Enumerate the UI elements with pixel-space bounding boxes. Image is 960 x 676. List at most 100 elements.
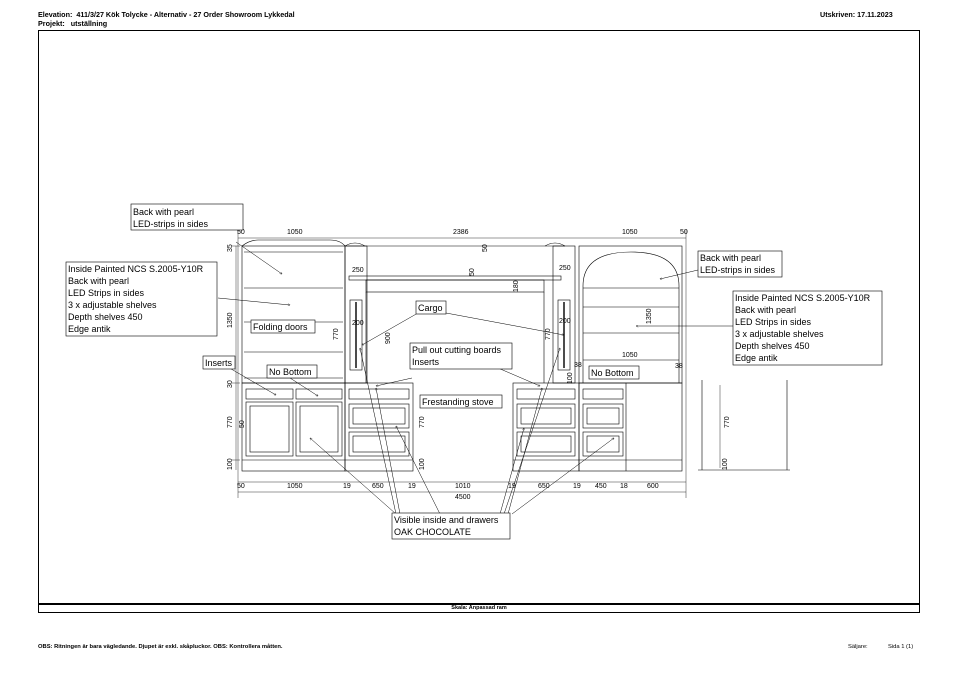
- page-number: Sida 1 (1): [888, 644, 914, 650]
- callout-inside-right-3: LED Strips in sides: [735, 317, 812, 327]
- dim-c-base-100: 100: [419, 458, 426, 470]
- dim-r-0: 1350: [646, 308, 653, 324]
- dim-top-2: 2386: [453, 229, 469, 236]
- dim-bottom-0: 50: [237, 483, 245, 490]
- dim-r-3: 770: [724, 416, 731, 428]
- callout-inside-left-5: Depth shelves 450: [68, 312, 143, 322]
- dim-c-5: 200: [352, 320, 364, 327]
- callout-texts: Back with pearl LED-strips in sides Insi…: [68, 207, 871, 537]
- dim-bottom-5: 1010: [455, 483, 471, 490]
- dim-c-11: 100: [567, 372, 574, 384]
- right-base-cabinet: [578, 382, 683, 472]
- dim-c-6: 200: [559, 318, 571, 325]
- dim-left-3: 770: [227, 416, 234, 428]
- dim-bottom-1: 1050: [287, 483, 303, 490]
- scale-label: Skala: Anpassad ram: [38, 604, 920, 613]
- callout-box-no-bottom-left: [266, 364, 318, 379]
- dim-left-0: 35: [227, 244, 234, 252]
- footer-note: OBS: Ritningen är bara vägledande. Djupe…: [38, 644, 283, 650]
- dim-top-4: 50: [680, 229, 688, 236]
- dim-left-50: 50: [239, 420, 246, 428]
- callout-box-no-bottom-right: [588, 365, 640, 380]
- center-hood: [344, 242, 566, 383]
- callout-inserts-left: Inserts: [205, 358, 233, 368]
- callout-no-bottom-right: No Bottom: [591, 368, 634, 378]
- callout-boxes: [65, 203, 883, 540]
- project-value: utställning: [70, 19, 108, 28]
- left-upper-cabinet: [241, 239, 346, 384]
- dimension-lines: [232, 230, 687, 498]
- project-line: Projekt: utställning: [38, 19, 107, 28]
- dim-c-1: 250: [559, 265, 571, 272]
- dim-c-8: 770: [545, 328, 552, 340]
- callout-inside-left-4: 3 x adjustable shelves: [68, 300, 157, 310]
- dim-bottom-7: 650: [538, 483, 550, 490]
- elevation-value: 411/3/27 Kök Tolycke - Alternativ - 27 O…: [76, 10, 295, 19]
- dim-bottom-8: 19: [573, 483, 581, 490]
- dim-bottom-11: 600: [647, 483, 659, 490]
- dim-top-1: 1050: [287, 229, 303, 236]
- callout-inside-right-4: 3 x adjustable shelves: [735, 329, 824, 339]
- dim-total: 4500: [455, 494, 471, 501]
- callout-inside-left-6: Edge antik: [68, 324, 111, 334]
- callout-pullout-2: Inserts: [412, 357, 440, 367]
- callout-pullout-1: Pull out cutting boards: [412, 345, 502, 355]
- callout-box-stove: [419, 394, 503, 409]
- dim-c-4: 50: [469, 268, 476, 276]
- left-base-cabinet: [241, 382, 346, 472]
- callout-inside-left-1: Inside Painted NCS S.2005-Y10R: [68, 264, 204, 274]
- dim-left-2: 30: [227, 380, 234, 388]
- printed-date: Utskriven: 17.11.2023: [820, 10, 893, 19]
- dim-r-2: 38: [675, 363, 683, 370]
- dim-c-10: 38: [574, 362, 582, 369]
- callout-back-pearl-right-1: Back with pearl: [700, 253, 761, 263]
- elevation-label: Elevation:: [38, 10, 73, 19]
- dim-bottom-6: 19: [508, 483, 516, 490]
- callout-back-pearl-left-1: Back with pearl: [133, 207, 194, 217]
- callout-visible-1: Visible inside and drawers: [394, 515, 499, 525]
- dim-bottom-4: 19: [408, 483, 416, 490]
- dim-c-3: 180: [513, 280, 520, 292]
- dim-c-7: 770: [333, 328, 340, 340]
- dim-left-1: 1350: [227, 312, 234, 328]
- dim-c-2: 50: [482, 244, 489, 252]
- callout-visible-2: OAK CHOCOLATE: [394, 527, 471, 537]
- dim-bottom-10: 18: [620, 483, 628, 490]
- seller-label: Säljare:: [848, 644, 868, 650]
- dim-r-4: 100: [722, 458, 729, 470]
- dim-bottom-2: 19: [343, 483, 351, 490]
- dim-r-1: 1050: [622, 352, 638, 359]
- callout-box-inserts: [202, 355, 236, 370]
- dim-c-9: 900: [385, 332, 392, 344]
- callout-box-visible: [391, 512, 511, 540]
- callout-inside-left-3: LED Strips in sides: [68, 288, 145, 298]
- callout-inside-left-2: Back with pearl: [68, 276, 129, 286]
- dim-bottom-3: 650: [372, 483, 384, 490]
- callout-box-inside-right: [732, 290, 883, 366]
- dim-c-0: 250: [352, 267, 364, 274]
- callout-folding-doors: Folding doors: [253, 322, 308, 332]
- callout-back-pearl-right-2: LED-strips in sides: [700, 265, 776, 275]
- dim-c-base-770: 770: [419, 416, 426, 428]
- callout-box-back-pearl-right: [697, 250, 783, 278]
- right-upper-cabinet: [578, 245, 683, 384]
- dim-top-3: 1050: [622, 229, 638, 236]
- callout-inside-right-2: Back with pearl: [735, 305, 796, 315]
- callout-stove: Frestanding stove: [422, 397, 494, 407]
- callout-cargo: Cargo: [418, 303, 443, 313]
- callout-box-folding-doors: [250, 319, 316, 334]
- callout-inside-right-1: Inside Painted NCS S.2005-Y10R: [735, 293, 871, 303]
- dimension-texts: 50 1050 2386 1050 50 50 1050 19 650 19 1…: [227, 229, 731, 501]
- callout-no-bottom-left: No Bottom: [269, 367, 312, 377]
- callout-box-inside-left: [65, 261, 218, 337]
- callout-box-cargo: [415, 300, 447, 315]
- elevation-line: Elevation: 411/3/27 Kök Tolycke - Altern…: [38, 10, 295, 19]
- drawing-frame: [38, 30, 920, 604]
- callout-back-pearl-left-2: LED-strips in sides: [133, 219, 209, 229]
- leader-lines: [217, 241, 734, 515]
- project-label: Projekt:: [38, 19, 65, 28]
- callout-box-pullout: [409, 342, 513, 370]
- callout-inside-right-5: Depth shelves 450: [735, 341, 810, 351]
- dim-top-0: 50: [237, 229, 245, 236]
